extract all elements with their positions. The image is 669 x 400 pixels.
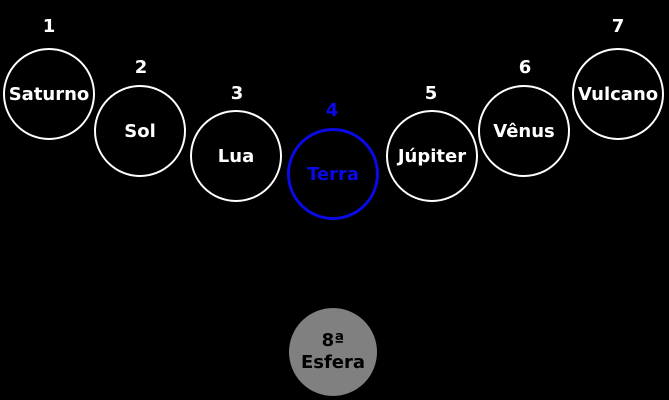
globe-2-name: Sol [124,120,156,142]
globe-4-name: Terra [307,163,359,185]
globe-6-name: Vênus [493,120,555,142]
globe-2-sol: Sol [94,85,186,177]
globe-1-number: 1 [42,16,56,37]
globe-1-name: Saturno [8,83,90,105]
globe-7-vulcano: Vulcano [572,48,664,140]
globe-4-terra: Terra [287,128,379,220]
globe-3-lua: Lua [190,110,282,202]
globe-5-name: Júpiter [397,145,467,167]
globe-7-number: 7 [611,16,625,37]
globe-3-name: Lua [217,145,255,167]
globe-1-saturno: Saturno [3,48,95,140]
globe-7-name: Vulcano [577,83,659,105]
globe-5-jupiter: Júpiter [386,110,478,202]
globe-6-number: 6 [518,57,532,78]
globe-4-number: 4 [325,100,339,121]
eighth-sphere-line2: Esfera [300,352,366,373]
globe-6-venus: Vênus [478,85,570,177]
eighth-sphere-line1: 8ª [321,330,345,351]
globe-5-number: 5 [424,83,438,104]
globe-3-number: 3 [230,83,244,104]
globe-2-number: 2 [134,57,148,78]
eighth-sphere: 8ª Esfera [287,306,379,398]
